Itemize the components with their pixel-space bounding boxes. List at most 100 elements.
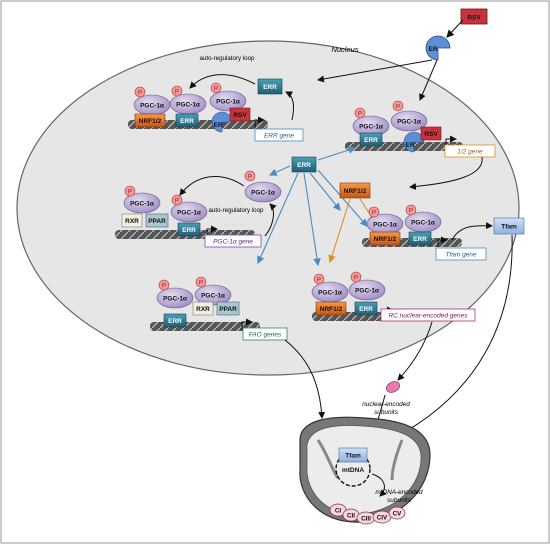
mtdna-subunits-label-1: mtDNA-encoded	[375, 489, 423, 496]
svg-text:P: P	[248, 174, 252, 181]
respiratory-complexes: CI CII CIII CIV CV	[329, 503, 406, 525]
arrow-err-nrf	[309, 172, 341, 211]
svg-text:PGC-1α: PGC-1α	[140, 103, 164, 110]
svg-text:NRF1/2: NRF1/2	[139, 118, 162, 125]
complex-rc-genes: PGC-1α PGC-1α P P NRF1/2 ERR RC nuclear-…	[311, 271, 476, 322]
svg-text:PGC-1α: PGC-1α	[397, 119, 421, 126]
complex-cv: CV	[388, 506, 406, 520]
arrow-nrfgene-nrf	[409, 156, 483, 190]
tfam-protein-mito: Tfam	[338, 447, 368, 463]
svg-text:Tfam: Tfam	[345, 453, 361, 460]
auto-loop-top-label: auto-regulatory loop	[199, 55, 255, 62]
svg-text:PGC-1α gene: PGC-1α gene	[213, 239, 253, 246]
arrow-err-nrfgene	[317, 146, 357, 161]
svg-text:P: P	[396, 104, 400, 111]
auto-loop-mid-label: auto-regulatory loop	[208, 207, 264, 214]
arrow-err-rc	[303, 172, 321, 267]
svg-text:RXR: RXR	[125, 218, 139, 225]
svg-text:PGC-1α: PGC-1α	[355, 288, 379, 295]
svg-text:ERR: ERR	[364, 137, 378, 144]
nrf-gene-box	[444, 144, 496, 158]
err-central: ERR	[291, 156, 317, 173]
nuclear-subunits-blob	[386, 381, 400, 393]
svg-text:P: P	[175, 198, 179, 205]
svg-text:P: P	[175, 89, 179, 96]
svg-text:CV: CV	[393, 511, 403, 518]
svg-text:ER: ER	[405, 142, 414, 149]
svg-text:P: P	[358, 111, 362, 118]
svg-text:NRF1/2: NRF1/2	[320, 306, 343, 313]
svg-text:ERR: ERR	[263, 84, 277, 91]
svg-text:PGC-1α: PGC-1α	[216, 99, 240, 106]
svg-text:mtDNA: mtDNA	[342, 467, 364, 474]
svg-text:P: P	[372, 210, 376, 217]
pgc-free-protein: P PGC-1α	[244, 170, 282, 203]
svg-text:P: P	[317, 277, 321, 284]
svg-text:NRF1/2: NRF1/2	[374, 236, 397, 243]
complex-err-gene: PGC-1α PGC-1α PGC-1α P P P NRF1/2 ERR ER…	[128, 82, 304, 142]
svg-text:P: P	[409, 208, 413, 215]
svg-text:ERR: ERR	[297, 162, 311, 169]
complex-pgc-gene: PGC-1α PGC-1α P P RXR PPAR ERR PGC-1α ge…	[115, 185, 262, 248]
rc-genes-box	[380, 308, 476, 322]
nrf-protein: NRF1/2	[339, 182, 371, 199]
svg-text:P: P	[214, 86, 218, 93]
svg-text:PGC-1α: PGC-1α	[163, 296, 187, 303]
nuclear-subunits-label-2: subunits	[374, 409, 399, 416]
svg-text:P: P	[138, 90, 142, 97]
svg-text:ER: ER	[213, 122, 222, 129]
arrow-er-complex	[419, 59, 438, 101]
err-protein-top: ERR	[257, 78, 283, 95]
complex-civ: CIV	[372, 510, 392, 524]
svg-text:CI: CI	[335, 508, 342, 515]
svg-text:PGC-1α: PGC-1α	[373, 222, 397, 229]
arrow-pgc-autoloop	[179, 176, 245, 196]
arrow-rsv-er	[446, 19, 464, 38]
complex-cii: CII	[342, 508, 360, 522]
arrow-fao-mito	[284, 339, 326, 419]
tfam-gene-box	[435, 247, 487, 261]
svg-text:PPAR: PPAR	[219, 306, 237, 313]
svg-text:Tfam: Tfam	[501, 224, 517, 231]
svg-text:CIII: CIII	[361, 516, 371, 523]
svg-text:Tfam gene: Tfam gene	[445, 252, 476, 259]
svg-text:RC nuclear-encoded genes: RC nuclear-encoded genes	[388, 313, 468, 320]
svg-text:FAO genes: FAO genes	[249, 332, 282, 339]
svg-text:ERR: ERR	[413, 236, 427, 243]
svg-text:P: P	[354, 275, 358, 282]
svg-text:RSV: RSV	[467, 15, 481, 22]
complex-ciii: CIII	[356, 511, 376, 525]
arrow-err-autoloop	[189, 74, 256, 89]
svg-text:ERR: ERR	[180, 118, 194, 125]
nucleus-label: Nucleus	[331, 45, 358, 54]
complex-fao-genes: PGC-1α PGC-1α P P ERR RXR PPAR FAO genes	[150, 276, 288, 341]
svg-text:PGC-1α: PGC-1α	[318, 290, 342, 297]
svg-text:PGC-1α: PGC-1α	[130, 201, 154, 208]
svg-text:PGC-1α: PGC-1α	[359, 124, 383, 131]
er-receptor: ER	[425, 35, 451, 61]
svg-text:PGC-1α: PGC-1α	[411, 220, 435, 227]
pgc-gene-box	[204, 234, 262, 248]
arrow-nrf-rc	[328, 198, 351, 264]
svg-text:PGC-1α: PGC-1α	[201, 293, 225, 300]
svg-text:P: P	[199, 280, 203, 287]
svg-text:PGC-1α: PGC-1α	[176, 102, 200, 109]
svg-text:P: P	[128, 189, 132, 196]
svg-text:RXR: RXR	[196, 306, 210, 313]
mtdna-subunits-label-2: subunits	[387, 497, 412, 504]
complex-nrf-gene: PGC-1α PGC-1α P P ERR ER RSV 1/2 gene	[345, 100, 496, 158]
svg-text:CIV: CIV	[377, 515, 388, 522]
svg-text:NRF1/2: NRF1/2	[344, 188, 367, 195]
arrow-pgcgene-pgc	[264, 203, 277, 237]
complex-tfam-gene: PGC-1α PGC-1α P P NRF1/2 ERR Tfam gene	[362, 204, 487, 261]
mitochondrion: mtDNA Tfam	[299, 416, 431, 523]
svg-text:PGC-1α: PGC-1α	[177, 210, 201, 217]
svg-text:ER: ER	[428, 46, 437, 53]
arrow-err-pgc	[268, 165, 291, 176]
svg-text:CII: CII	[347, 513, 355, 520]
arrow-errgene-err	[285, 91, 295, 121]
rsv-ligand: RSV	[460, 8, 488, 25]
